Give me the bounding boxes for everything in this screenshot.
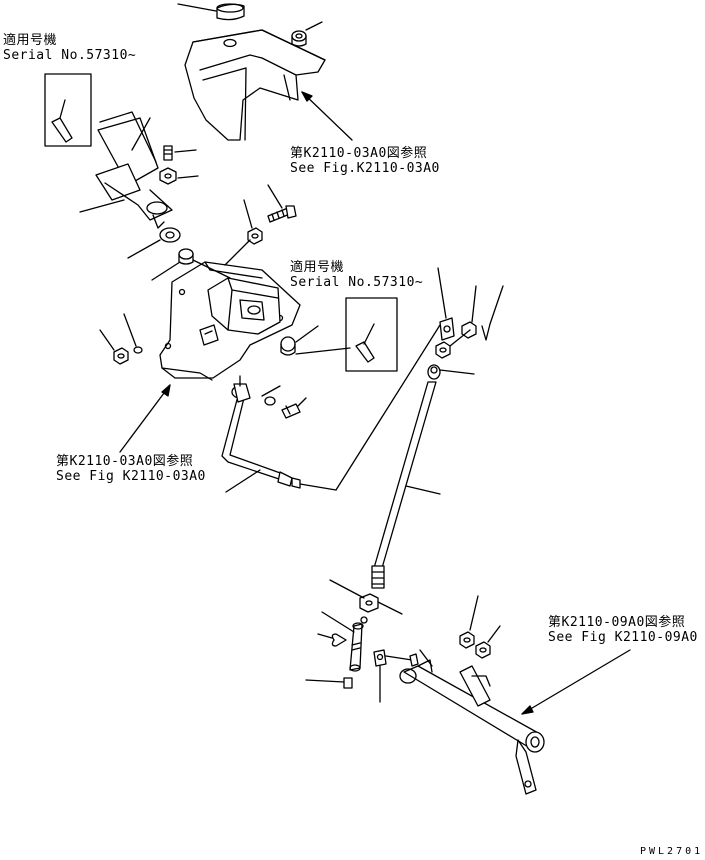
ref-label-right-en: See Fig K2110-09A0 xyxy=(548,630,698,645)
rod-bolt xyxy=(282,398,306,418)
serial-label-top: 適用号機 Serial No.57310~ xyxy=(3,33,136,63)
rod-end-ball xyxy=(428,365,474,379)
ref-label-top: 第K2110-03A0図参照 See Fig.K2110-03A0 xyxy=(290,146,440,176)
clevis-top xyxy=(438,268,454,340)
ref-label-right: 第K2110-09A0図参照 See Fig K2110-09A0 xyxy=(548,615,698,645)
top-ref-arrow xyxy=(302,92,352,140)
top-cap xyxy=(178,4,244,20)
lever-nut xyxy=(160,168,198,184)
ref-label-top-en: See Fig.K2110-03A0 xyxy=(290,161,440,176)
drawing-code: PWL2701 xyxy=(640,846,704,857)
top-cover xyxy=(185,30,325,140)
serial-label-mid: 適用号機 Serial No.57310~ xyxy=(290,260,423,290)
plate-side-bushing xyxy=(281,326,350,355)
ref-label-left: 第K2110-03A0図参照 See Fig K2110-03A0 xyxy=(56,454,206,484)
ref-label-top-jp: 第K2110-03A0図参照 xyxy=(290,146,428,161)
ref-label-left-jp: 第K2110-03A0図参照 xyxy=(56,454,194,469)
lever-stud xyxy=(164,146,196,160)
boxed-switch-top xyxy=(45,74,91,146)
lower-clevis-joint xyxy=(374,650,412,702)
serial-label-top-en: Serial No.57310~ xyxy=(3,48,137,63)
top-grommet xyxy=(292,22,322,46)
rod-washer xyxy=(262,386,280,405)
serial-label-mid-jp: 適用号機 xyxy=(290,260,345,275)
plate-washer-left xyxy=(124,314,142,353)
lever-washer xyxy=(128,228,180,258)
plate-bolt xyxy=(268,185,296,222)
serial-label-top-jp: 適用号機 xyxy=(3,33,58,48)
lower-lock-nut xyxy=(330,580,402,614)
lock-nut-top xyxy=(436,330,470,358)
lower-nut-pair xyxy=(410,596,500,666)
left-ref-arrow xyxy=(120,385,170,452)
bracket-block xyxy=(208,278,280,334)
adjust-rod xyxy=(372,382,440,588)
cotter-pin-top xyxy=(482,286,503,340)
ref-label-left-en: See Fig K2110-03A0 xyxy=(56,469,206,484)
lower-small-pin xyxy=(306,678,352,688)
ref-label-right-jp: 第K2110-09A0図参照 xyxy=(548,615,686,630)
bracket-bushing xyxy=(152,249,230,280)
boxed-switch-mid xyxy=(346,298,397,371)
plate-nut-left xyxy=(100,330,128,364)
serial-label-mid-en: Serial No.57310~ xyxy=(290,275,424,290)
control-lever xyxy=(80,112,172,228)
right-ref-arrow xyxy=(522,650,630,714)
lower-washer xyxy=(361,617,367,623)
cross-shaft xyxy=(400,650,544,794)
plate-bolt-nut xyxy=(225,200,262,265)
bent-rod xyxy=(222,376,292,492)
rod-end-joint xyxy=(292,325,440,490)
clevis-pin-long xyxy=(322,612,363,671)
lower-cotter-pin xyxy=(318,634,346,646)
